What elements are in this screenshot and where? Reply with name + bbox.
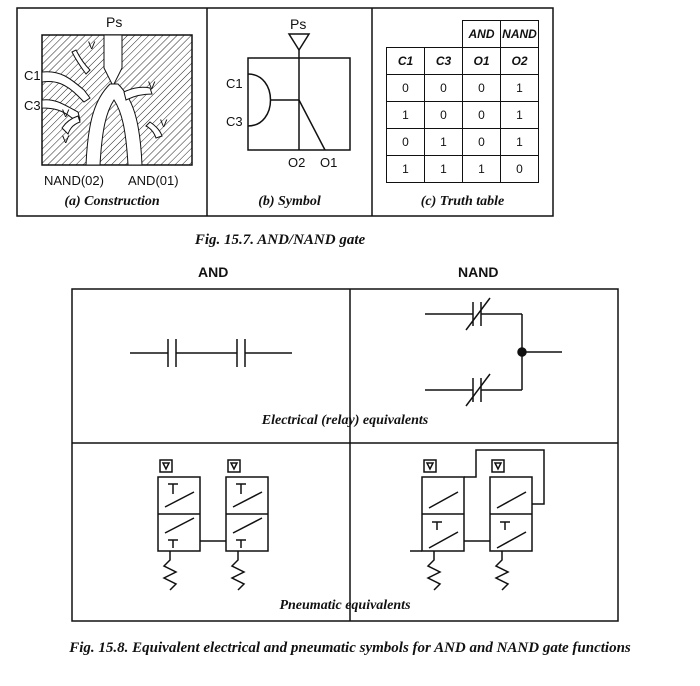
truth-table-column-header: O2 xyxy=(500,47,539,75)
construction-ps-label: Ps xyxy=(106,14,123,30)
fig-15-8-caption: Fig. 15.8. Equivalent electrical and pne… xyxy=(69,640,631,656)
truth-table-group-header: NAND xyxy=(500,20,539,48)
construction-vent-label: V xyxy=(62,134,70,146)
truth-table-column-header: O1 xyxy=(462,47,501,75)
truth-table-group-header: AND xyxy=(462,20,501,48)
truth-table-cell: 1 xyxy=(424,155,463,183)
and-output-label: AND(01) xyxy=(128,173,179,188)
pressure-supply-triangle xyxy=(287,33,311,52)
truth-table: AND NAND C1 C3 O1 O2 0 0 0 1 1 0 0 1 0 1… xyxy=(386,20,539,183)
truth-table-cell: 0 xyxy=(386,74,425,102)
symbol-o2-label: O2 xyxy=(288,155,306,170)
truth-table-cell: 1 xyxy=(500,128,539,156)
construction-vent-label: V xyxy=(88,40,96,52)
construction-vent-label: V xyxy=(62,108,70,120)
and-relay-contacts xyxy=(130,339,292,367)
truth-table-row: 0 1 0 1 xyxy=(386,128,539,156)
pneumatic-caption: Pneumatic equivalents xyxy=(279,598,411,613)
truth-table-cell: 0 xyxy=(462,128,501,156)
construction-vent-label: V xyxy=(148,80,156,92)
nand-pneumatic-valves xyxy=(410,449,545,591)
symbol-ps-label: Ps xyxy=(290,16,307,32)
construction-vent-label: V xyxy=(160,118,168,130)
fig-15-7-caption: Fig. 15.7. AND/NAND gate xyxy=(194,232,366,248)
nand-output-label: NAND(02) xyxy=(44,173,104,188)
symbol-drawing xyxy=(247,33,351,151)
truth-table-column-header: C3 xyxy=(424,47,463,75)
truth-table-cell: 1 xyxy=(386,155,425,183)
truth-table-header-row: C1 C3 O1 O2 xyxy=(386,47,539,75)
truth-table-cell: 0 xyxy=(462,74,501,102)
nand-column-header: NAND xyxy=(458,264,499,280)
symbol-c1-label: C1 xyxy=(226,76,243,91)
and-pneumatic-valves xyxy=(157,459,269,591)
fig-15-8-frame xyxy=(71,288,619,622)
truth-table-cell: 0 xyxy=(386,128,425,156)
symbol-o1-label: O1 xyxy=(320,155,338,170)
construction-c1-label: C1 xyxy=(24,68,41,83)
and-column-header: AND xyxy=(198,264,229,280)
truth-table-cell: 1 xyxy=(424,128,463,156)
truth-table-row: 1 0 0 1 xyxy=(386,101,539,129)
electrical-caption: Electrical (relay) equivalents xyxy=(261,413,429,428)
truth-table-caption: (c) Truth table xyxy=(420,194,505,209)
truth-table-cell: 1 xyxy=(500,101,539,129)
fig-15-7-frame xyxy=(16,7,554,217)
construction-c3-label: C3 xyxy=(24,98,41,113)
truth-table-cell: 1 xyxy=(462,155,501,183)
construction-caption: (a) Construction xyxy=(64,194,160,209)
truth-table-column-header: C1 xyxy=(386,47,425,75)
symbol-caption: (b) Symbol xyxy=(258,194,321,209)
truth-table-cell: 0 xyxy=(462,101,501,129)
truth-table-cell: 1 xyxy=(386,101,425,129)
truth-table-row: 1 1 1 0 xyxy=(386,155,539,183)
construction-block xyxy=(41,34,193,166)
truth-table-cell: 0 xyxy=(424,101,463,129)
truth-table-row: 0 0 0 1 xyxy=(386,74,539,102)
truth-table-cell: 0 xyxy=(500,155,539,183)
truth-table-cell: 1 xyxy=(500,74,539,102)
truth-table-cell: 0 xyxy=(424,74,463,102)
nand-relay-contacts xyxy=(425,297,562,407)
symbol-c3-label: C3 xyxy=(226,114,243,129)
truth-table-group-row: AND NAND xyxy=(387,20,539,48)
